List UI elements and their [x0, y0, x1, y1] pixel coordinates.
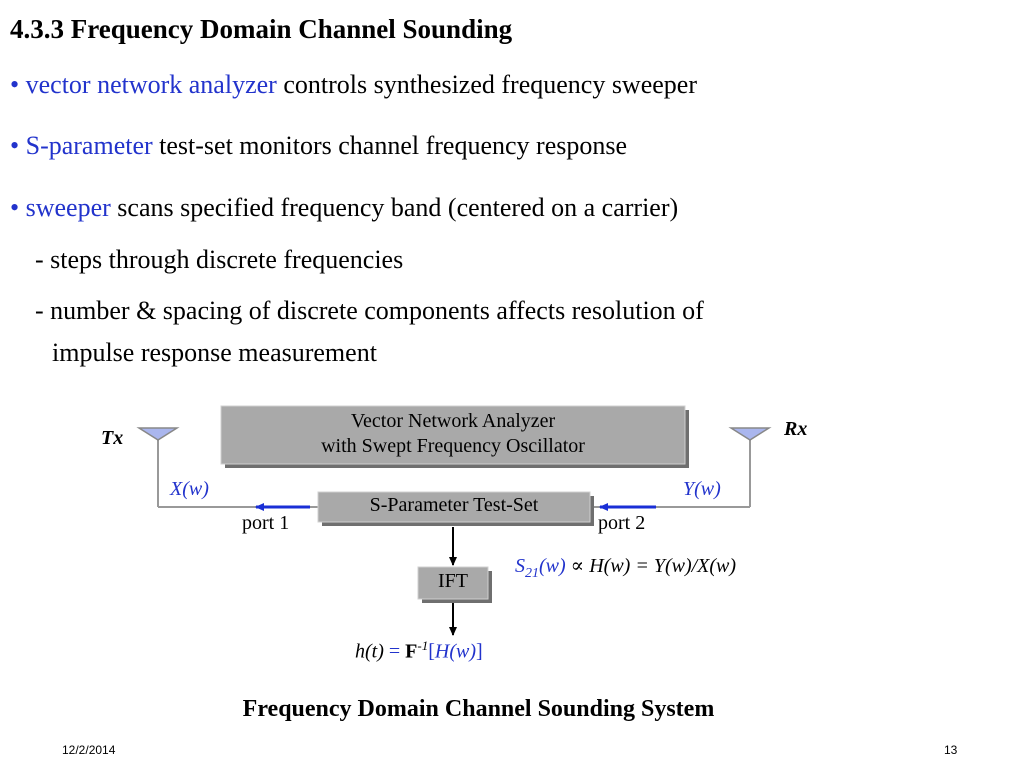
s21-subscript: 21 — [525, 566, 539, 581]
slide-title: 4.3.3 Frequency Domain Channel Sounding — [10, 14, 513, 44]
bullet-marker: • — [10, 131, 20, 160]
s21-arg: (w) — [539, 555, 566, 577]
bullet-marker: • — [10, 193, 20, 222]
bullet-2: • S-parameter test-set monitors channel … — [10, 131, 627, 161]
ift-label: IFT — [438, 570, 468, 592]
bracket-open: [ — [428, 640, 435, 663]
bullet-marker: • — [10, 70, 20, 99]
bullet-text: test-set monitors channel frequency resp… — [152, 131, 628, 160]
bullet-text: controls synthesized frequency sweeper — [276, 70, 697, 99]
rx-label: Rx — [784, 418, 808, 440]
s21-symbol: S — [515, 555, 525, 577]
bullet-highlight: sweeper — [25, 193, 111, 222]
rx-antenna-icon — [728, 427, 772, 441]
ift-box — [417, 566, 489, 600]
fourier-operator: F — [405, 640, 418, 663]
vna-box — [220, 405, 686, 465]
s21-rhs: H(w) = Y(w)/X(w) — [589, 555, 737, 577]
sub-bullet-2: - number & spacing of discrete component… — [35, 296, 704, 325]
fourier-inverse-sup: -1 — [417, 638, 429, 653]
test-set-label: S-Parameter Test-Set — [369, 494, 539, 516]
bracket-close: ] — [476, 640, 483, 663]
ht-symbol: h(t) — [355, 640, 389, 663]
sub-bullet-2-cont: impulse response measurement — [52, 338, 377, 367]
bullet-highlight: vector network analyzer — [25, 70, 277, 99]
bullet-3: • sweeper scans specified frequency band… — [10, 193, 678, 223]
ht-equals: = — [388, 640, 406, 663]
vna-label-line-1: Vector Network Analyzer — [350, 410, 556, 432]
impulse-equation: h(t) = F-1[H(w)] — [355, 638, 483, 664]
x-signal-label: X(w) — [170, 478, 209, 500]
port2-label: port 2 — [598, 512, 646, 534]
proportional-symbol: ∝ — [565, 555, 590, 577]
s21-equation: S21(w) ∝ H(w) = Y(w)/X(w) — [515, 553, 736, 582]
diagram-caption: Frequency Domain Channel Sounding System — [242, 696, 715, 722]
tx-antenna-icon — [136, 427, 180, 441]
footer-page-number: 13 — [944, 743, 958, 757]
tx-label: Tx — [101, 427, 124, 449]
bullet-1: • vector network analyzer controls synth… — [10, 70, 697, 100]
hw-symbol: H(w) — [434, 640, 477, 663]
sub-bullet-1: - steps through discrete frequencies — [35, 245, 404, 274]
bullet-highlight: S-parameter — [25, 131, 153, 160]
port1-label: port 1 — [242, 512, 290, 534]
vna-label: Vector Network Analyzer with Swept Frequ… — [221, 409, 685, 459]
footer-date: 12/2/2014 — [62, 743, 116, 757]
bullet-text: scans specified frequency band (centered… — [110, 193, 679, 222]
vna-label-line-2: with Swept Frequency Oscillator — [321, 435, 585, 457]
test-set-box — [317, 491, 591, 523]
y-signal-label: Y(w) — [683, 478, 721, 500]
